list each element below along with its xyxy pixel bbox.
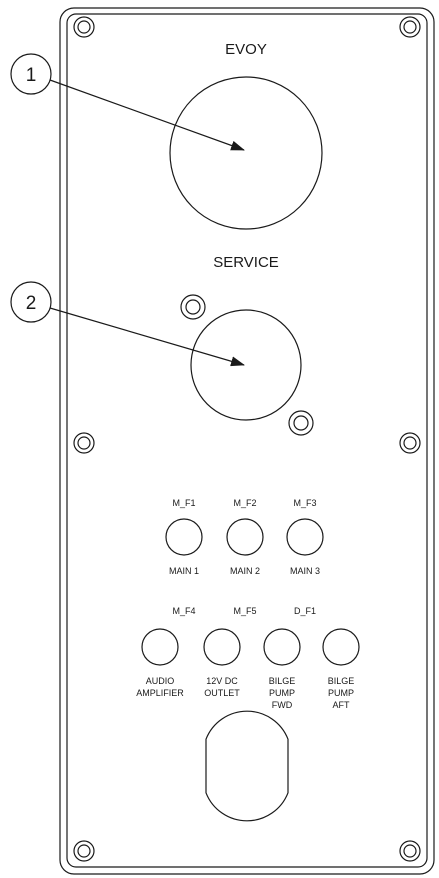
fuse-holder-main-2 xyxy=(226,518,264,556)
fuse-code-m-f4: M_F4 xyxy=(172,606,195,616)
panel-outline xyxy=(59,7,435,875)
service-screw-upper xyxy=(180,294,206,320)
mounting-screw-mid-right xyxy=(399,432,421,454)
fuse-main-1: M_F1 MAIN 1 xyxy=(165,498,203,576)
fuse-name-audio-amplifier: AUDIO AMPLIFIER xyxy=(136,676,184,698)
fuse-holder-12v-dc-outlet xyxy=(203,628,241,666)
fuse-name-line: PUMP xyxy=(328,688,354,698)
fuse-holder-main-3 xyxy=(286,518,324,556)
fuse-name-main-2: MAIN 2 xyxy=(230,566,260,576)
mounting-screw-top-right xyxy=(399,16,421,38)
callout-2: 2 xyxy=(10,281,245,367)
fuse-name-line: BILGE xyxy=(269,676,296,686)
fuse-name-line: AFT xyxy=(333,700,351,710)
mounting-screw-bottom-left xyxy=(73,840,95,862)
callout-1: 1 xyxy=(10,53,245,151)
bottom-port xyxy=(205,710,289,822)
fuse-main-3: M_F3 MAIN 3 xyxy=(286,498,324,576)
fuse-name-12v-dc-outlet: 12V DC OUTLET xyxy=(204,676,240,698)
fuse-code-d-f1: D_F1 xyxy=(294,606,316,616)
callout-2-leader-arrow xyxy=(49,307,245,367)
fuse-code-m-f1: M_F1 xyxy=(172,498,195,508)
mounting-screw-mid-left xyxy=(73,432,95,454)
fuse-holder-bilge-pump-fwd xyxy=(263,628,301,666)
fuse-main-2: M_F2 MAIN 2 xyxy=(226,498,264,576)
mounting-screw-top-left xyxy=(73,16,95,38)
evoy-port xyxy=(169,76,323,230)
fuse-name-main-1: MAIN 1 xyxy=(169,566,199,576)
fuse-holder-main-1 xyxy=(165,518,203,556)
fuse-name-line: BILGE xyxy=(328,676,355,686)
callout-2-number: 2 xyxy=(26,293,37,314)
fuse-name-line: OUTLET xyxy=(204,688,240,698)
fuse-name-line: FWD xyxy=(272,700,293,710)
fuse-name-line: PUMP xyxy=(269,688,295,698)
fuse-name-bilge-pump-fwd: BILGE PUMP FWD xyxy=(269,676,296,710)
service-port xyxy=(190,309,302,421)
service-screw-lower xyxy=(288,410,314,436)
mounting-screw-bottom-right xyxy=(399,840,421,862)
fuse-code-m-f2: M_F2 xyxy=(233,498,256,508)
fuse-name-bilge-pump-aft: BILGE PUMP AFT xyxy=(328,676,355,710)
fuse-holder-bilge-pump-aft xyxy=(322,628,360,666)
evoy-label: EVOY xyxy=(225,41,267,58)
fuse-name-line: AMPLIFIER xyxy=(136,688,184,698)
fuse-name-line: AUDIO xyxy=(146,676,175,686)
fuse-holder-audio-amplifier xyxy=(141,628,179,666)
callout-1-number: 1 xyxy=(26,65,37,86)
service-label: SERVICE xyxy=(213,254,279,271)
fuse-code-m-f5: M_F5 xyxy=(233,606,256,616)
callout-1-leader-arrow xyxy=(49,79,245,151)
fuse-name-main-3: MAIN 3 xyxy=(290,566,320,576)
fuse-code-m-f3: M_F3 xyxy=(293,498,316,508)
fuse-name-line: 12V DC xyxy=(206,676,238,686)
